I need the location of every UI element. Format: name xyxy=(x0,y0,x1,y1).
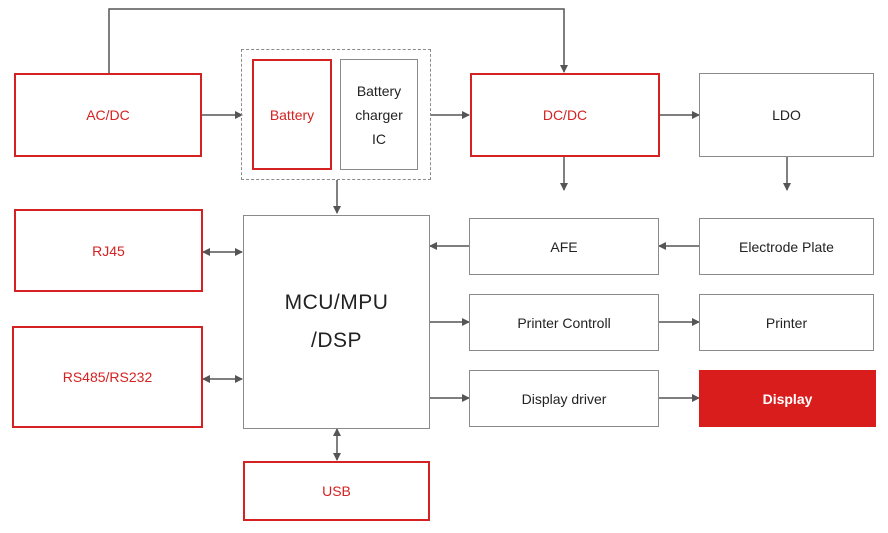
rj45-block: RJ45 xyxy=(14,209,203,292)
dcdc-block: DC/DC xyxy=(470,73,660,157)
usb-block: USB xyxy=(243,461,430,521)
printer-controll-label: Printer Controll xyxy=(517,314,611,331)
display-block: Display xyxy=(699,370,876,427)
acdc-block: AC/DC xyxy=(14,73,202,157)
display-driver-label: Display driver xyxy=(521,390,607,407)
battery-block: Battery xyxy=(252,59,332,170)
charger-label-line2: charger xyxy=(355,106,403,123)
charger-label-line1: Battery xyxy=(356,82,402,99)
afe-label: AFE xyxy=(550,238,578,255)
printer-label: Printer xyxy=(765,314,808,331)
electrode-plate-block: Electrode Plate xyxy=(699,218,874,275)
battery-group-box xyxy=(241,49,431,180)
rs485-label: RS485/RS232 xyxy=(62,369,153,385)
mcu-label-line1: MCU/MPU xyxy=(284,291,389,314)
printer-block: Printer xyxy=(699,294,874,351)
mcu-label-line2: /DSP xyxy=(310,329,362,352)
dcdc-label: DC/DC xyxy=(542,107,588,123)
arrow-acdc-to-dcdc-top xyxy=(108,8,568,73)
afe-block: AFE xyxy=(469,218,659,275)
usb-label: USB xyxy=(322,483,351,499)
mcu-mpu-dsp-block: MCU/MPU /DSP xyxy=(243,215,430,429)
charger-label-line3: IC xyxy=(372,130,386,147)
rj45-label: RJ45 xyxy=(92,242,125,259)
electrode-label: Electrode Plate xyxy=(739,238,834,255)
battery-charger-ic-block: Battery charger IC xyxy=(340,59,418,170)
ldo-label: LDO xyxy=(772,107,801,123)
display-label: Display xyxy=(762,390,813,407)
ldo-block: LDO xyxy=(699,73,874,157)
acdc-label: AC/DC xyxy=(86,107,130,123)
printer-controll-block: Printer Controll xyxy=(469,294,659,351)
rs485-rs232-block: RS485/RS232 xyxy=(12,326,203,428)
battery-label: Battery xyxy=(269,106,315,123)
display-driver-block: Display driver xyxy=(469,370,659,427)
